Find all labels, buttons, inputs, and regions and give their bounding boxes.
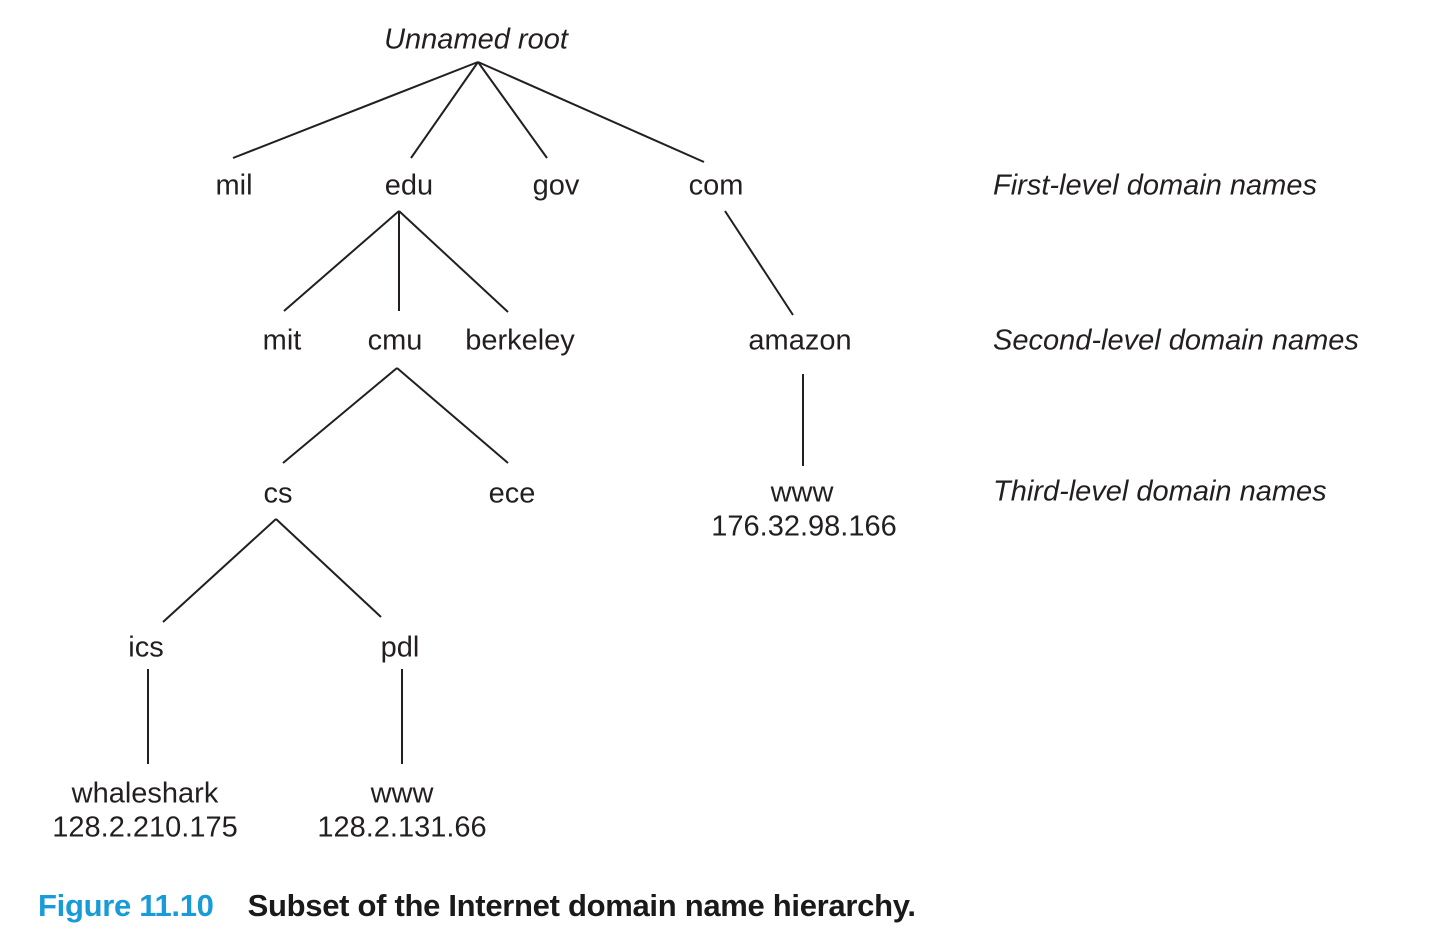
node-mit: mit [262, 324, 302, 357]
ip-www-amazon: 176.32.98.166 [711, 510, 897, 543]
edge-edu-berkeley [398, 210, 509, 313]
node-www-amazon: www [770, 476, 834, 509]
edge-cmu-cs [282, 367, 398, 464]
figure-caption: Figure 11.10 Subset of the Internet doma… [38, 888, 916, 924]
annotation-second-level: Second-level domain names [993, 324, 1359, 357]
edge-root-gov [477, 61, 548, 159]
node-ece: ece [488, 477, 536, 510]
edge-root-mil [232, 61, 479, 159]
node-berkeley: berkeley [465, 324, 575, 357]
node-cmu: cmu [367, 324, 423, 357]
edge-com-amazon [724, 210, 794, 316]
node-amazon: amazon [748, 324, 852, 357]
edge-edu-mit [283, 210, 400, 312]
annotation-third-level: Third-level domain names [993, 475, 1327, 508]
figure-caption-text: Subset of the Internet domain name hiera… [247, 888, 916, 923]
node-edu: edu [384, 169, 434, 202]
ip-www-pdl: 128.2.131.66 [317, 811, 487, 844]
node-www-pdl: www [370, 777, 434, 810]
node-ics: ics [128, 631, 164, 664]
node-whaleshark: whaleshark [71, 777, 219, 810]
edge-root-com [477, 61, 705, 163]
edge-cs-ics [162, 518, 277, 623]
node-cs: cs [263, 477, 293, 510]
node-com: com [688, 169, 744, 202]
ip-whaleshark: 128.2.210.175 [52, 811, 238, 844]
node-mil: mil [215, 169, 253, 202]
edge-cmu-ece [396, 367, 509, 464]
node-pdl: pdl [380, 631, 420, 664]
annotation-first-level: First-level domain names [993, 169, 1317, 202]
figure-caption-number: Figure 11.10 [38, 888, 214, 923]
edge-root-edu [410, 61, 479, 159]
edge-cs-pdl [275, 518, 382, 618]
node-unnamed-root: Unnamed root [384, 23, 568, 56]
node-gov: gov [532, 169, 580, 202]
